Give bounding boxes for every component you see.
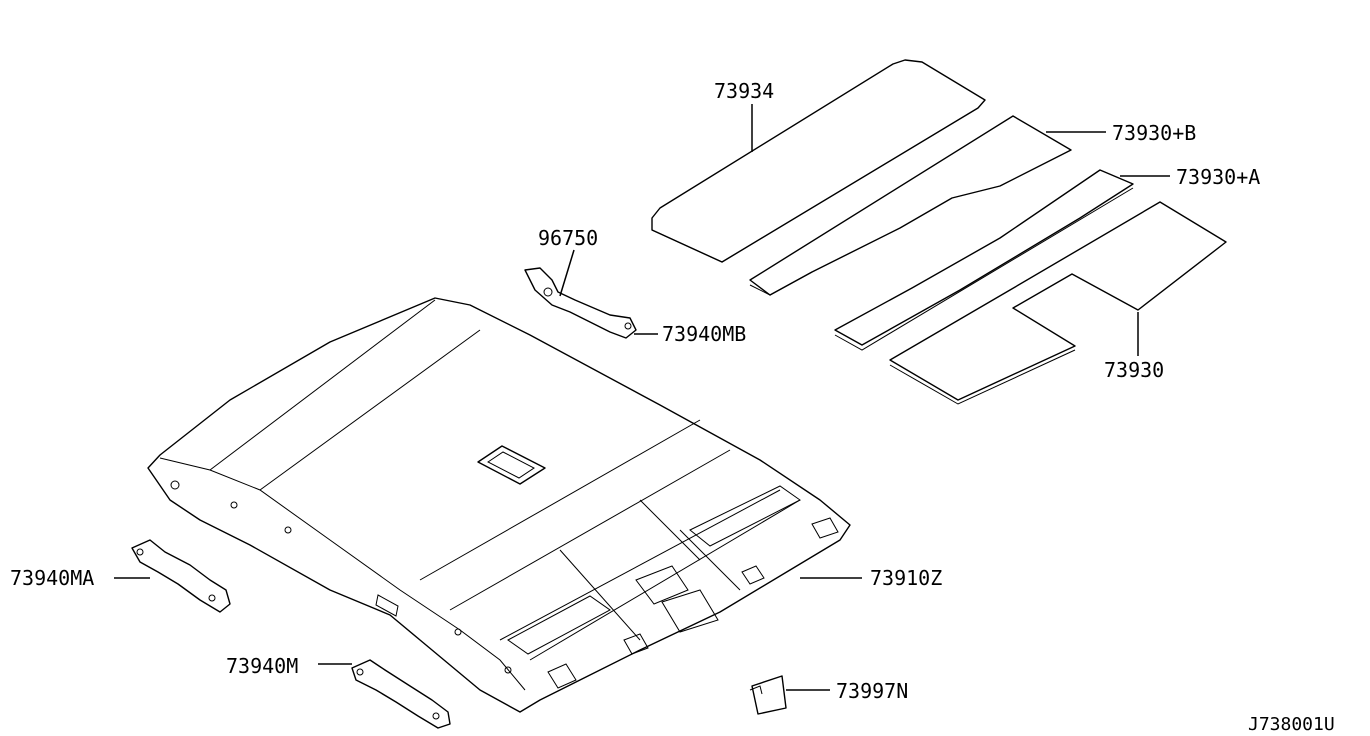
assist-grip-73940ma: [131, 539, 231, 613]
label-73930b: 73930+B: [1112, 121, 1196, 145]
label-73930a: 73930+A: [1176, 165, 1260, 189]
cover-73997n: [749, 675, 787, 715]
label-96750: 96750: [538, 226, 598, 250]
pad-73934: [651, 59, 986, 263]
label-73940m: 73940M: [226, 654, 298, 678]
assist-grip-73940m: [351, 659, 451, 729]
leader-96750: [559, 249, 575, 297]
pad-73930a: [834, 169, 1134, 351]
label-73930: 73930: [1104, 358, 1164, 382]
label-73997n: 73997N: [836, 679, 908, 703]
pad-73930: [889, 201, 1227, 405]
headlining-73910z: [147, 297, 851, 713]
label-73910z: 73910Z: [870, 566, 942, 590]
label-73940ma: 73940MA: [10, 566, 94, 590]
pad-73930b: [749, 115, 1072, 296]
label-73934: 73934: [714, 79, 774, 103]
label-73940mb: 73940MB: [662, 322, 746, 346]
assist-grip-73940mb: [524, 267, 637, 339]
diagram-code: J738001U: [1248, 714, 1335, 735]
